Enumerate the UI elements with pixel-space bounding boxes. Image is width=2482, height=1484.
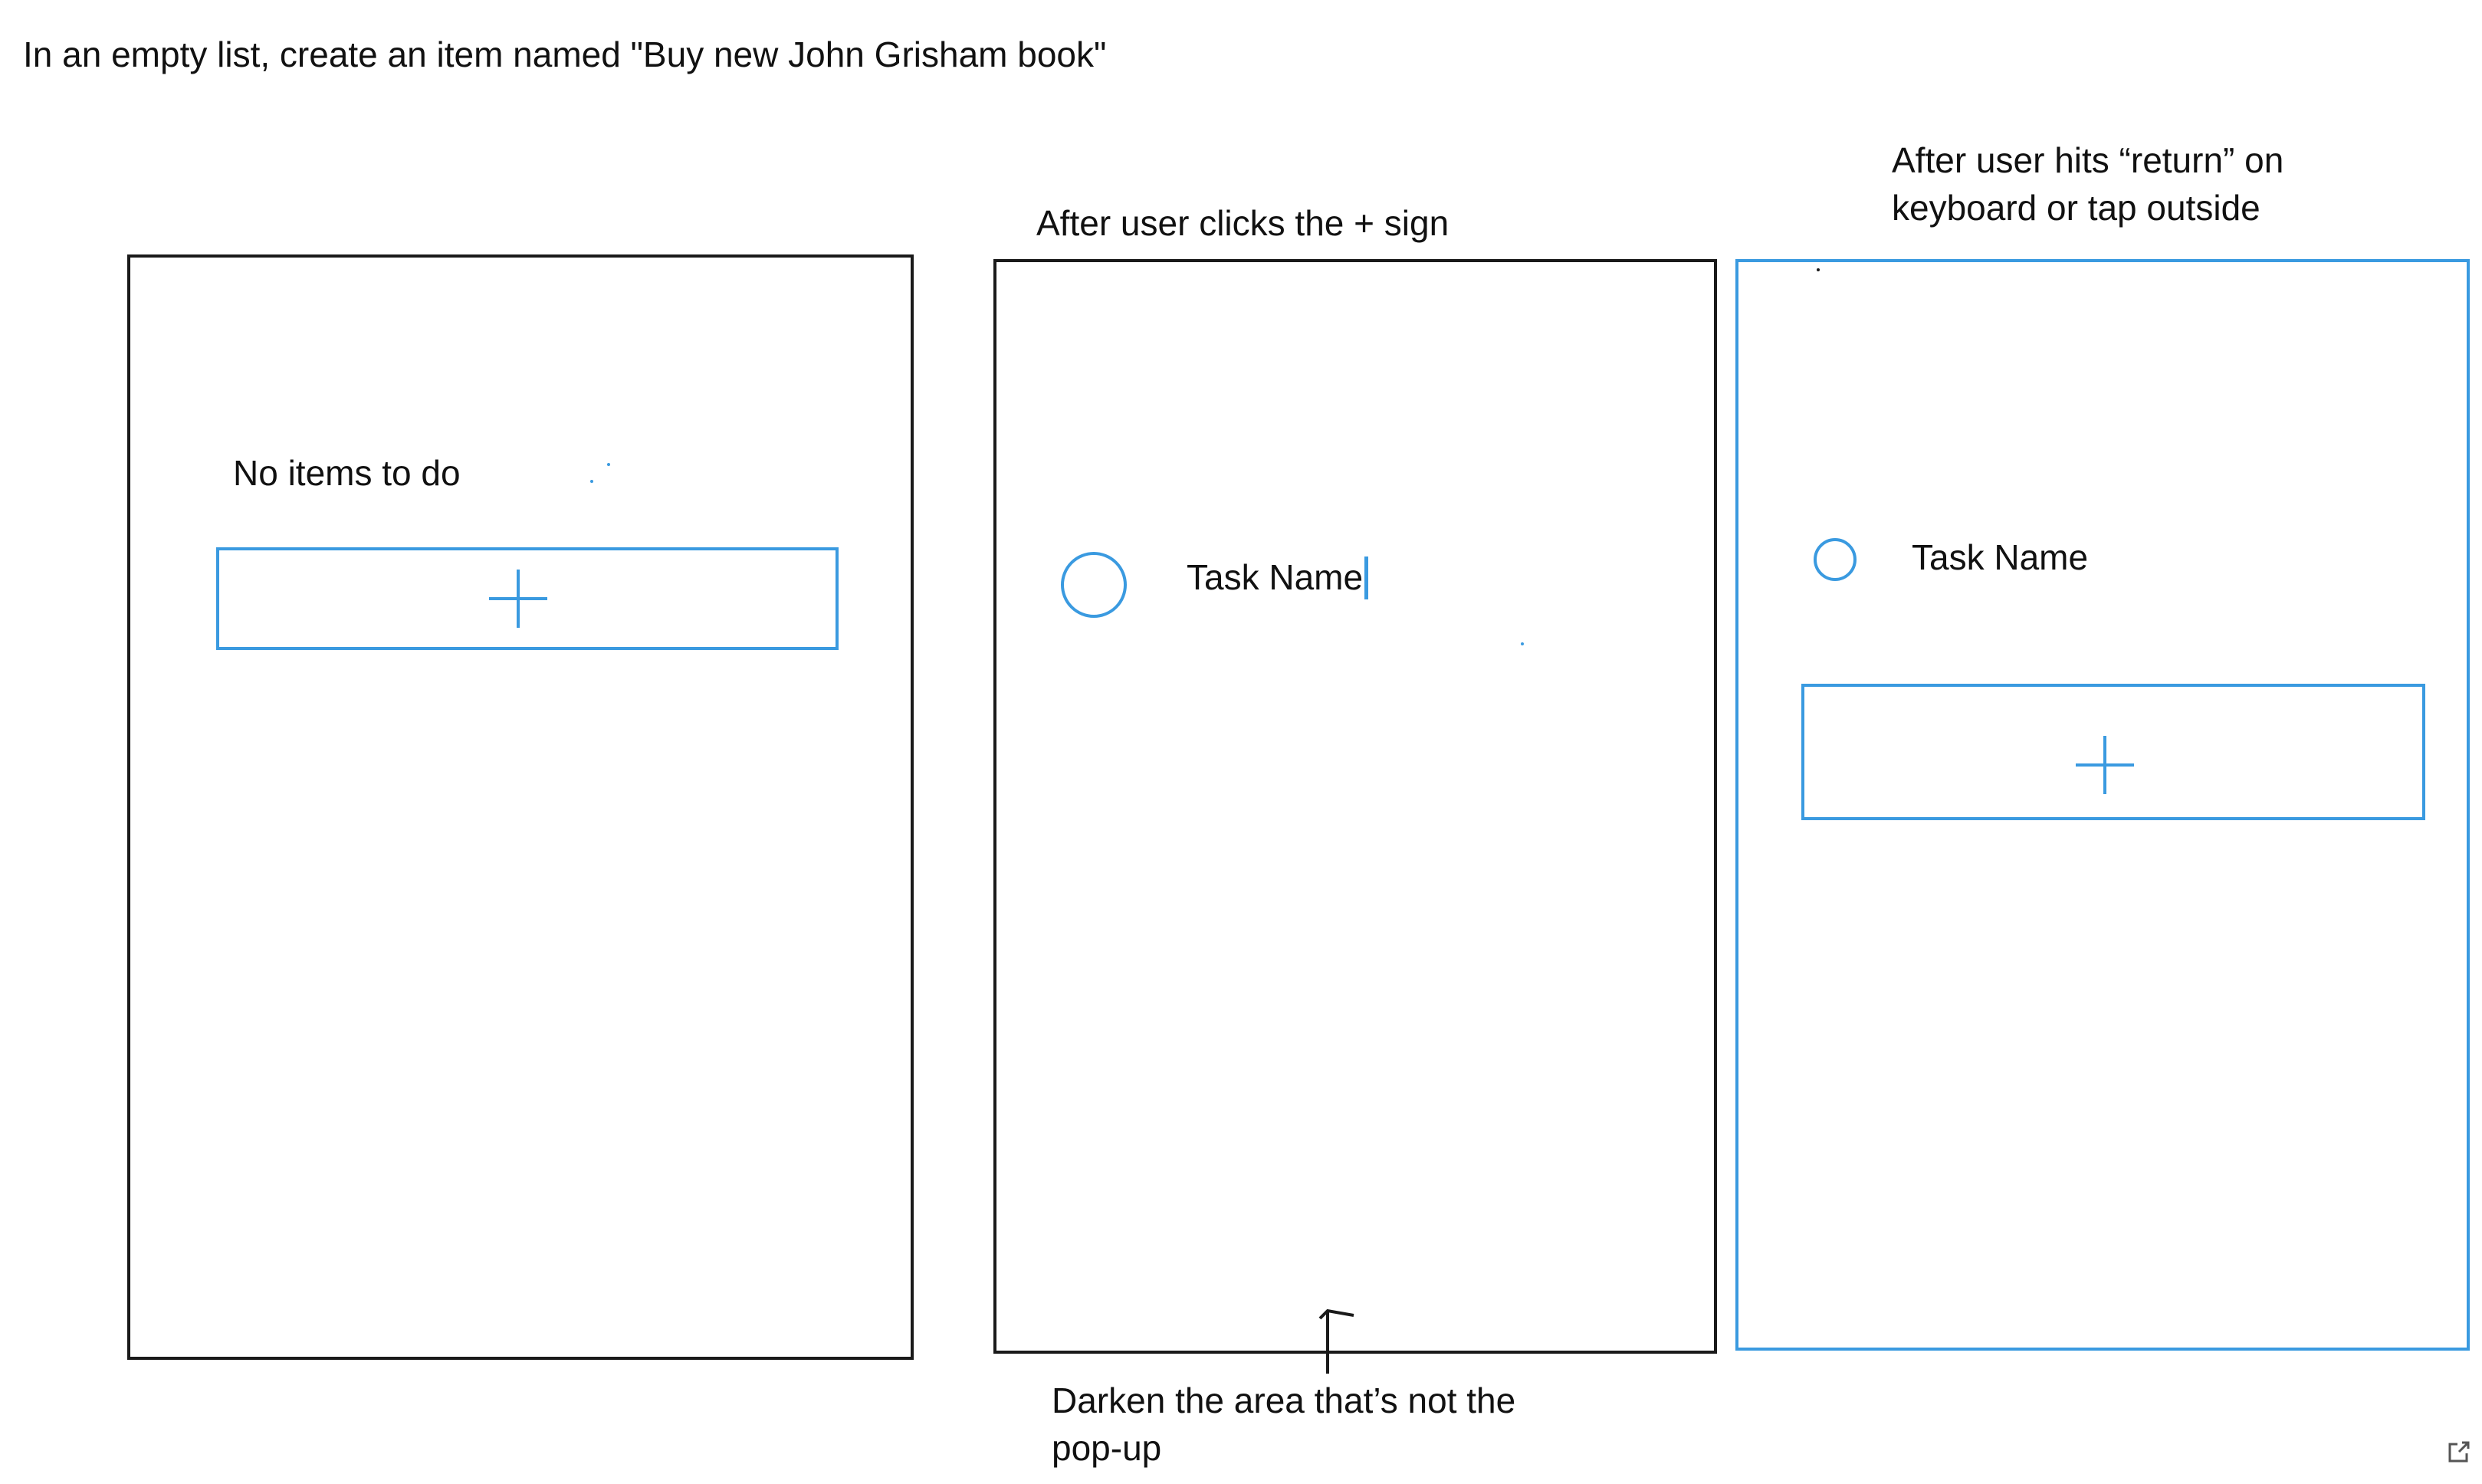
add-item-button[interactable] — [216, 547, 839, 650]
text-cursor — [1364, 556, 1368, 599]
panel-caption-line2: keyboard or tap outside — [1892, 188, 2260, 228]
stray-dot — [1521, 642, 1524, 645]
task-name-label: Task Name — [1912, 537, 2089, 577]
annotation-note-line2: pop-up — [1052, 1428, 1162, 1468]
share-icon[interactable] — [2445, 1438, 2473, 1466]
panel-caption-line1: After user hits “return” on — [1892, 140, 2284, 180]
task-checkbox-circle-icon[interactable] — [1061, 552, 1127, 618]
task-checkbox-circle-icon[interactable] — [1814, 538, 1857, 581]
stray-dot — [1817, 268, 1820, 271]
annotation-note-line1: Darken the area that’s not the — [1052, 1381, 1516, 1420]
mockup-item-created — [1735, 259, 2470, 1351]
plus-icon — [489, 570, 547, 628]
plus-icon — [2076, 736, 2134, 794]
empty-state-text: No items to do — [233, 453, 461, 493]
mockup-add-popup — [993, 259, 1717, 1354]
annotation-arrow — [1318, 1308, 1354, 1374]
add-item-button[interactable] — [1801, 684, 2425, 820]
stray-dot — [607, 463, 610, 466]
mockup-empty-list — [127, 254, 914, 1360]
stray-dot — [590, 480, 593, 483]
page-title: In an empty list, create an item named "… — [23, 34, 1107, 74]
task-name-input[interactable]: Task Name — [1187, 557, 1364, 597]
panel-caption: After user clicks the + sign — [1036, 203, 1449, 243]
